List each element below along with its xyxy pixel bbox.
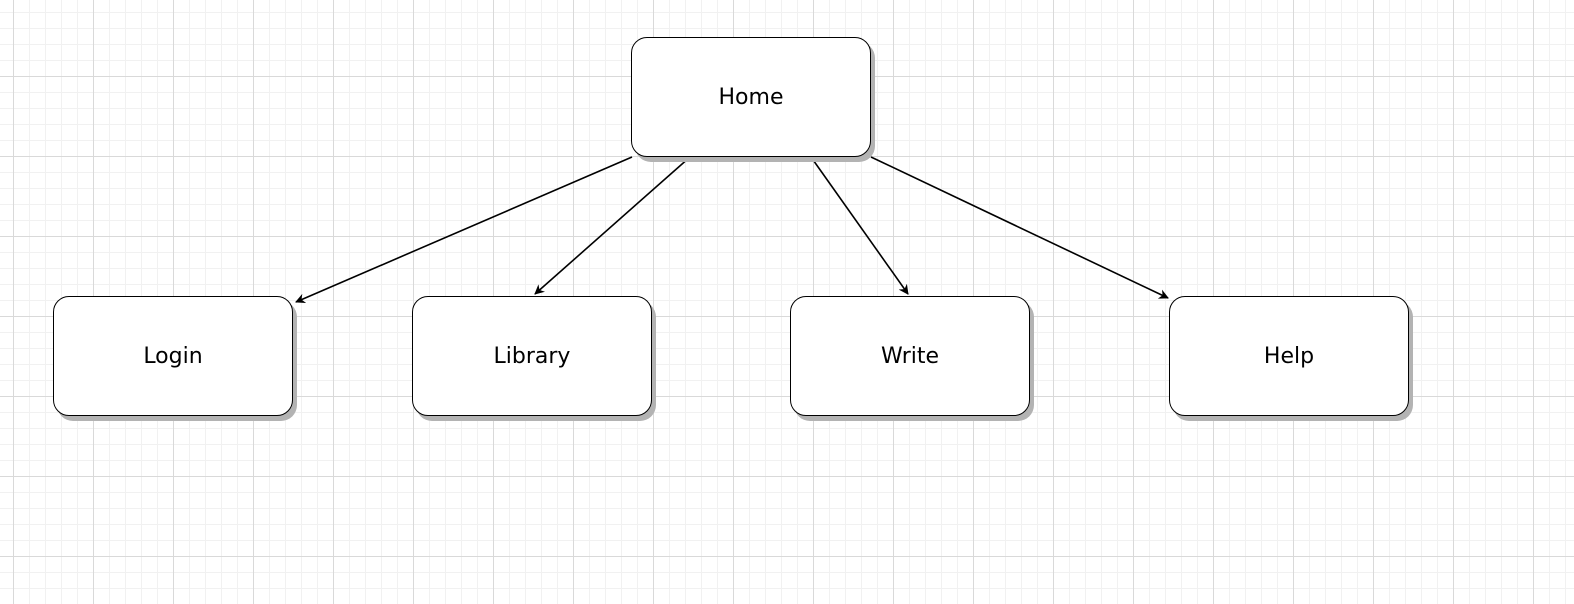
node-home-label: Home	[718, 84, 784, 110]
node-help[interactable]: Help	[1169, 296, 1409, 416]
node-write-label: Write	[880, 343, 940, 369]
node-write[interactable]: Write	[790, 296, 1030, 416]
node-login-label: Login	[143, 343, 203, 369]
edge-home-to-write[interactable]	[810, 156, 909, 295]
node-login[interactable]: Login	[53, 296, 293, 416]
node-library[interactable]: Library	[412, 296, 652, 416]
edge-home-to-login[interactable]	[295, 156, 633, 304]
edge-home-to-library[interactable]	[534, 156, 691, 295]
node-help-label: Help	[1263, 343, 1315, 369]
node-library-label: Library	[493, 343, 571, 369]
node-home[interactable]: Home	[631, 37, 871, 157]
edge-home-to-help[interactable]	[870, 156, 1169, 299]
